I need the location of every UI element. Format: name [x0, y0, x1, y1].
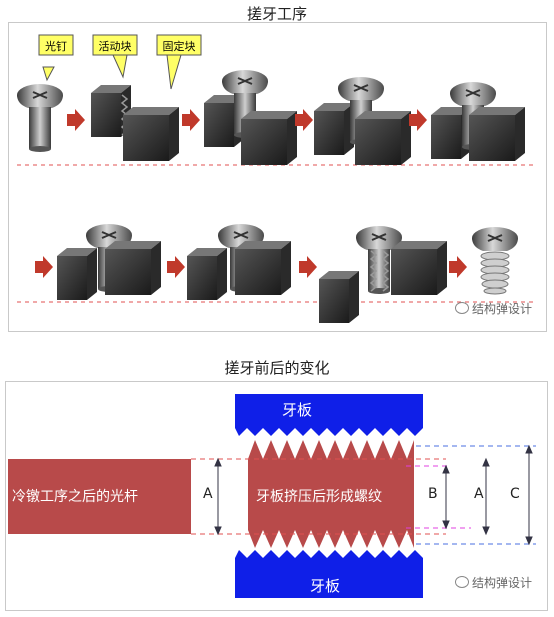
- stage-3-screw-between-blocks: [204, 69, 297, 165]
- callout-label-screw: 光钉: [45, 39, 67, 53]
- stage-9-finished-threaded-screw: [472, 227, 518, 295]
- stage-1-plain-screw: [16, 83, 64, 153]
- callout-label-fixed: 固定块: [163, 39, 196, 53]
- process-arrow: [409, 109, 427, 131]
- top-die-plate: [235, 394, 423, 436]
- dimension-label-a: A: [474, 486, 484, 502]
- section-title-before-after: 搓牙前后的变化: [224, 359, 330, 377]
- top-plate-label: 牙板: [282, 401, 313, 419]
- watermark-text: 结构弹设计: [472, 576, 533, 590]
- process-arrow: [35, 256, 53, 278]
- before-after-panel: [5, 381, 548, 611]
- bottom-die-plate: [235, 550, 423, 598]
- rolled-rod-label: 牙板挤压后形成螺纹: [256, 489, 382, 505]
- callout-fixed-block: 固定块: [156, 34, 202, 90]
- stage-4-rolling: [314, 76, 411, 165]
- thread-rolling-process-panel: 光钉 活动块 固定块: [8, 22, 547, 332]
- stage-5-rolling: [431, 81, 525, 161]
- watermark-text: 结构弹设计: [472, 302, 533, 316]
- watermark-1: 结构弹设计: [455, 300, 532, 317]
- process-arrow: [295, 109, 313, 131]
- blank-rod-label: 冷镦工序之后的光杆: [12, 489, 138, 505]
- dimension-label-c: C: [510, 486, 520, 502]
- callout-movable-block: 活动块: [92, 34, 138, 79]
- section-title-thread-rolling-process: 搓牙工序: [246, 5, 307, 23]
- wechat-icon: [455, 576, 469, 588]
- callout-label-movable: 活动块: [99, 40, 132, 53]
- stage-2-blocks-open: [91, 85, 179, 161]
- stage-6-rolling: [57, 223, 161, 300]
- process-diagram: 光钉 活动块 固定块: [16, 34, 534, 323]
- callout-plain-screw: 光钉: [38, 34, 74, 82]
- stage-7-rolling: [187, 223, 291, 300]
- bottom-plate-label: 牙板: [310, 577, 341, 595]
- wechat-icon: [455, 302, 469, 314]
- cold-headed-blank: [8, 459, 191, 534]
- dimension-lines: [214, 444, 533, 546]
- process-arrow: [449, 256, 467, 278]
- dimension-label-blank-a: A: [203, 486, 213, 502]
- process-arrow: [182, 109, 200, 131]
- process-arrow: [299, 256, 317, 278]
- rolled-thread-rod: [248, 440, 414, 548]
- comparison-diagram: [8, 394, 536, 598]
- process-arrow: [67, 109, 85, 131]
- watermark-2: 结构弹设计: [455, 574, 532, 591]
- process-arrow: [167, 256, 185, 278]
- stage-8-threaded-screw-release: [319, 225, 447, 323]
- dimension-label-b: B: [428, 486, 438, 502]
